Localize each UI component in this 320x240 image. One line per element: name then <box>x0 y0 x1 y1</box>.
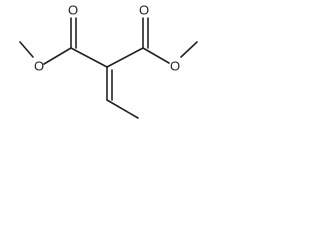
bond-alkene-to-carbonyl-carbon-right <box>106 47 144 68</box>
bond-methyl-ester-oxygen-left <box>19 41 34 58</box>
chemical-structure-diagram: O O O O <box>19 3 198 119</box>
bond-carbonyl-carbon-to-alkene-left <box>70 47 108 68</box>
atom-label-ester-oxygen-left: O <box>34 59 44 74</box>
atom-label-carbonyl-oxygen-right: O <box>139 3 149 18</box>
structure-canvas: O O O O <box>0 0 215 134</box>
atom-label-carbonyl-oxygen-left: O <box>68 3 78 18</box>
bond-ethylidene-methyl <box>106 99 139 119</box>
bond-carbonyl-carbon-ester-oxygen-right <box>142 47 170 64</box>
bond-ester-oxygen-carbonyl-carbon-left <box>43 47 72 65</box>
atom-label-ester-oxygen-right: O <box>170 59 180 74</box>
bond-ester-oxygen-methyl-right <box>180 41 198 58</box>
